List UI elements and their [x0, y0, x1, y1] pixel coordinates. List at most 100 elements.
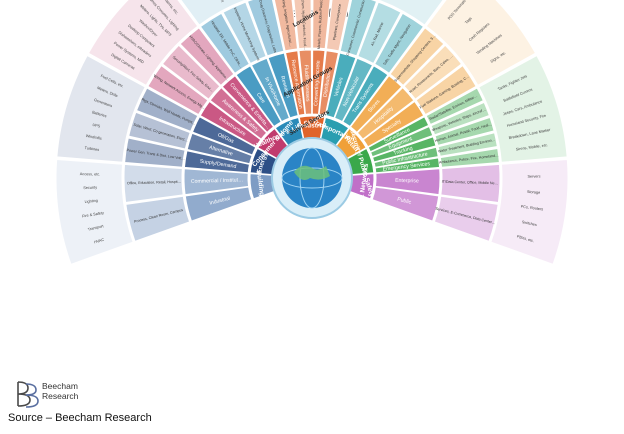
- location-wedge-consumer-0: [147, 64, 209, 116]
- group-label-buildings-0: Industrial: [209, 196, 231, 207]
- device-wedge-retail: [425, 0, 537, 87]
- group-wedge-buildings-0: [184, 186, 253, 222]
- source-caption: Source – Beecham Research: [8, 412, 152, 424]
- beecham-logo: [17, 381, 39, 408]
- location-wedge-consumer-1: [161, 44, 221, 100]
- device-wedge-energy: [56, 54, 146, 163]
- group-wedge-healthcare-0: [235, 65, 282, 128]
- location-wedge-buildings-0: [125, 195, 191, 243]
- logo-wordmark: Beecham Research: [42, 381, 78, 401]
- group-label-security-4: Emergency Services: [382, 161, 430, 173]
- location-wedge-industrial-0: [273, 0, 299, 52]
- group-wedge-consumer-2: [221, 75, 275, 134]
- group-wedge-security-4: [374, 157, 441, 174]
- sector-label-industrial: Industrial: [297, 123, 326, 130]
- location-wedge-transportation-2: [373, 12, 425, 75]
- group-wedge-industrial-2: [311, 49, 326, 115]
- group-label-security-2: Tracking: [393, 145, 414, 156]
- device-label-buildings-4: Security: [83, 186, 97, 191]
- device-label-buildings-2: Fire & Safety: [82, 211, 104, 219]
- device-label-buildings-3: Lighting: [84, 199, 98, 204]
- device-label-it-3: Switches: [521, 220, 537, 227]
- group-label-buildings-1: Commercial / Institut…: [191, 177, 244, 185]
- group-label-industrial-3: Distribution: [322, 71, 332, 98]
- location-label-industrial-2: Metals, Papers, Rubber/Plastic, M…: [317, 0, 324, 49]
- group-label-transportation-0: Vehicles: [333, 76, 344, 97]
- group-label-industrial-2: Converting/Discrete: [313, 60, 321, 106]
- location-label-buildings-1: Office, Education, Retail, Hospit…: [127, 180, 182, 186]
- device-wedge-consumer: [87, 0, 199, 87]
- group-wedge-transportation-0: [325, 52, 357, 119]
- device-label-it-1: Storage: [527, 190, 541, 195]
- group-wedge-industrial-0: [284, 50, 306, 116]
- logo-line-2: Research: [42, 391, 79, 401]
- sector-label-buildings: Buildings: [255, 170, 266, 201]
- group-wedge-it-1: [371, 186, 440, 222]
- group-wedge-consumer-0: [199, 100, 262, 148]
- group-wedge-healthcare-2: [267, 52, 299, 119]
- location-wedge-energy-0: [124, 137, 186, 168]
- group-wedge-energy-1: [186, 132, 253, 165]
- location-label-industrial-1: Petro-chem, Hydro, Carbons, Food,…: [300, 0, 307, 51]
- location-wedge-security-4: [439, 147, 500, 168]
- location-wedge-security-3: [437, 132, 498, 157]
- group-wedge-industrial-1: [298, 49, 313, 115]
- location-label-it-0: IT/Data Center, Office, Mobile Ne…: [442, 180, 499, 186]
- device-label-energy-0: Turbines: [84, 146, 99, 152]
- logo-line-1: Beecham: [42, 381, 78, 391]
- device-wedge-buildings: [55, 158, 134, 265]
- group-wedge-buildings-1: [183, 168, 250, 196]
- location-wedge-energy-1: [128, 111, 191, 150]
- group-wedge-security-0: [367, 116, 430, 153]
- location-wedge-industrial-1: [293, 0, 312, 50]
- group-wedge-healthcare-1: [250, 57, 291, 123]
- group-label-it-0: Enterprise: [395, 178, 419, 185]
- device-label-buildings-5: Access, etc.: [80, 172, 101, 176]
- group-wedge-retail-1: [356, 86, 415, 140]
- device-label-buildings-1: Transport: [87, 224, 105, 232]
- device-label-energy-1: Windmills: [85, 134, 102, 141]
- device-wedge-healthcare: [180, 0, 248, 26]
- ring-wedges: [55, 0, 569, 265]
- location-wedge-buildings-1: [123, 163, 184, 204]
- group-wedge-transportation-1: [333, 57, 374, 123]
- group-wedge-retail-0: [349, 75, 403, 134]
- location-wedge-transportation-1: [357, 1, 402, 65]
- group-label-healthcare-0: Care: [255, 92, 266, 105]
- location-wedge-healthcare-0: [199, 12, 251, 75]
- group-label-industrial-1: Fluid/Processes: [303, 65, 311, 103]
- location-wedge-industrial-2: [312, 0, 331, 50]
- device-label-retail-1: Tags: [464, 16, 473, 25]
- location-wedge-retail-0: [389, 27, 445, 87]
- device-wedge-it: [490, 158, 569, 265]
- device-label-security-5: Sirens, Mobile, etc.: [516, 143, 549, 151]
- group-wedge-energy-0: [183, 150, 251, 174]
- location-wedge-security-1: [430, 101, 490, 136]
- location-wedge-retail-1: [403, 44, 463, 100]
- location-label-industrial-3: Pipelines, Conveyance: [332, 4, 342, 41]
- location-label-security-4: Ambulance, Police, Fire, Homeland…: [439, 153, 499, 164]
- location-wedge-consumer-2: [179, 27, 235, 87]
- device-label-it-2: PCs, Routers: [521, 205, 544, 212]
- group-wedge-retail-2: [362, 100, 425, 148]
- group-wedge-it-0: [374, 168, 441, 196]
- group-wedge-security-3: [373, 146, 439, 168]
- location-wedge-energy-2: [135, 87, 199, 132]
- device-label-energy-4: Generators: [93, 98, 112, 108]
- device-wedge-security: [478, 54, 568, 163]
- location-wedge-it-1: [433, 195, 499, 243]
- location-wedge-healthcare-2: [246, 0, 285, 57]
- location-wedge-security-2: [434, 116, 495, 147]
- device-label-buildings-0: HVAC: [94, 238, 105, 245]
- globe-land: [294, 165, 330, 180]
- group-wedge-consumer-1: [209, 86, 268, 140]
- location-wedge-healthcare-1: [222, 1, 267, 65]
- group-wedge-security-1: [369, 125, 434, 158]
- device-label-energy-3: Batteries: [92, 110, 108, 118]
- location-wedge-security-0: [425, 87, 485, 126]
- group-wedge-industrial-3: [318, 50, 340, 116]
- device-wedge-transportation: [376, 0, 444, 26]
- location-wedge-industrial-3: [325, 0, 351, 52]
